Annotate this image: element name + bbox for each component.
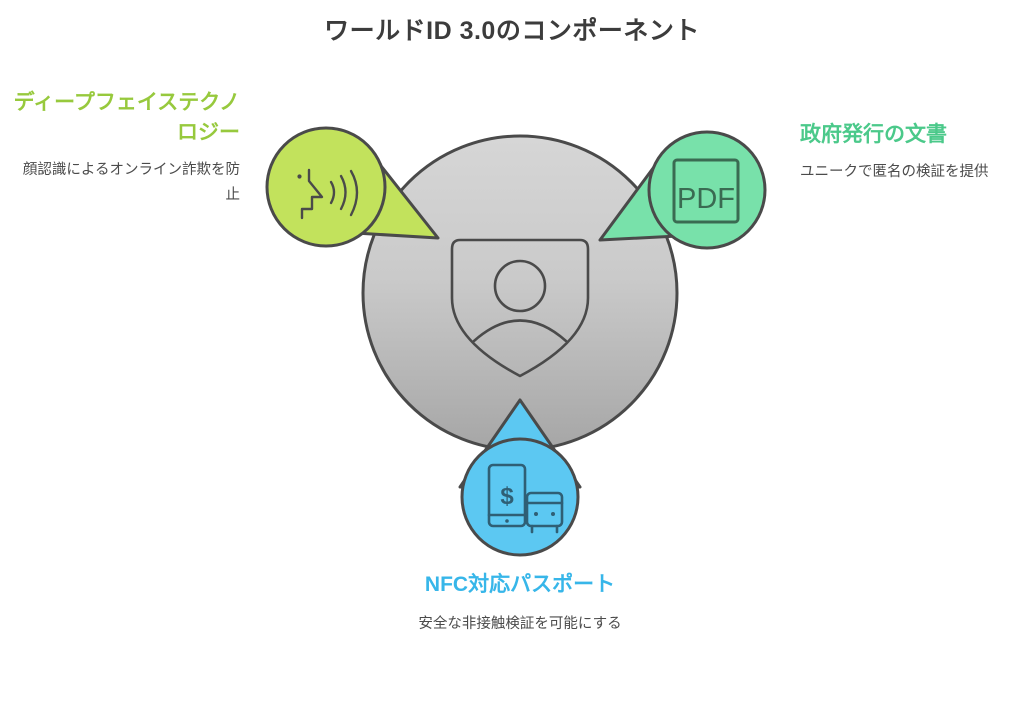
pdf-icon-label: PDF — [677, 183, 735, 215]
node-heading-gov-doc: 政府発行の文書 — [800, 123, 947, 146]
mobile-payment-transit-icon: $ — [487, 463, 564, 534]
face-speaking-icon — [297, 168, 359, 220]
node-heading-nfc-passport: NFC対応パスポート — [424, 573, 616, 596]
bubble-circle-nfc-passport — [460, 437, 580, 557]
node-bubble-deepface[interactable] — [265, 126, 440, 248]
node-text-gov-doc: 政府発行の文書 ユニークで匿名の検証を提供 — [800, 120, 1015, 185]
bubble-circle-deepface — [265, 126, 387, 248]
node-bubble-gov-doc[interactable]: PDF — [598, 130, 767, 250]
node-description-nfc-passport: 安全な非接触検証を可能にする — [418, 616, 622, 632]
node-text-deepface: ディープフェイステクノロジー 顔認識によるオンライン詐欺を防止 — [12, 88, 240, 208]
node-bubble-nfc-passport[interactable]: $ — [458, 398, 582, 557]
node-text-nfc-passport: NFC対応パスポート 安全な非接触検証を可能にする — [382, 570, 658, 637]
node-description-deepface: 顔認識によるオンライン詐欺を防止 — [22, 162, 240, 203]
node-description-gov-doc: ユニークで匿名の検証を提供 — [800, 164, 989, 180]
dollar-icon-label: $ — [500, 483, 514, 510]
shield-person-icon — [450, 238, 590, 378]
pdf-document-icon: PDF — [672, 158, 740, 224]
page-title: ワールドID 3.0のコンポーネント — [324, 17, 700, 45]
node-heading-deepface: ディープフェイステクノロジー — [13, 91, 240, 144]
